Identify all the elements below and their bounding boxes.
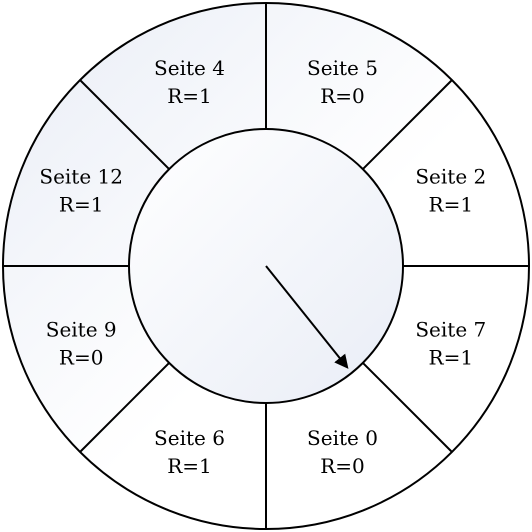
reference-bit: R=1	[429, 193, 474, 217]
page-label: Seite 5	[307, 56, 378, 80]
page-segment: Seite 2 R=1	[415, 165, 486, 217]
reference-bit: R=1	[59, 193, 104, 217]
page-segment: Seite 4 R=1	[154, 56, 225, 108]
reference-bit: R=1	[167, 454, 212, 478]
page-label: Seite 6	[154, 426, 225, 450]
reference-bit: R=0	[320, 454, 365, 478]
page-segment: Seite 5 R=0	[307, 56, 378, 108]
page-label: Seite 4	[154, 56, 225, 80]
clock-hand-pointer	[265, 265, 349, 369]
segment-divider	[79, 79, 170, 170]
reference-bit: R=0	[59, 346, 104, 370]
page-label: Seite 12	[39, 165, 123, 189]
segment-divider	[362, 79, 453, 170]
page-segment: Seite 0 R=0	[307, 426, 378, 478]
reference-bit: R=0	[320, 84, 365, 108]
page-segment: Seite 7 R=1	[415, 318, 486, 370]
page-label: Seite 2	[415, 165, 486, 189]
segment-dividers	[3, 3, 529, 529]
page-label: Seite 0	[307, 426, 378, 450]
page-segment: Seite 6 R=1	[154, 426, 225, 478]
reference-bit: R=1	[429, 346, 474, 370]
segment-divider	[362, 362, 453, 453]
page-segment: Seite 12 R=1	[39, 165, 123, 217]
page-label: Seite 7	[415, 318, 486, 342]
page-segment: Seite 9 R=0	[46, 318, 117, 370]
segment-divider	[79, 362, 170, 453]
reference-bit: R=1	[167, 84, 212, 108]
page-label: Seite 9	[46, 318, 117, 342]
